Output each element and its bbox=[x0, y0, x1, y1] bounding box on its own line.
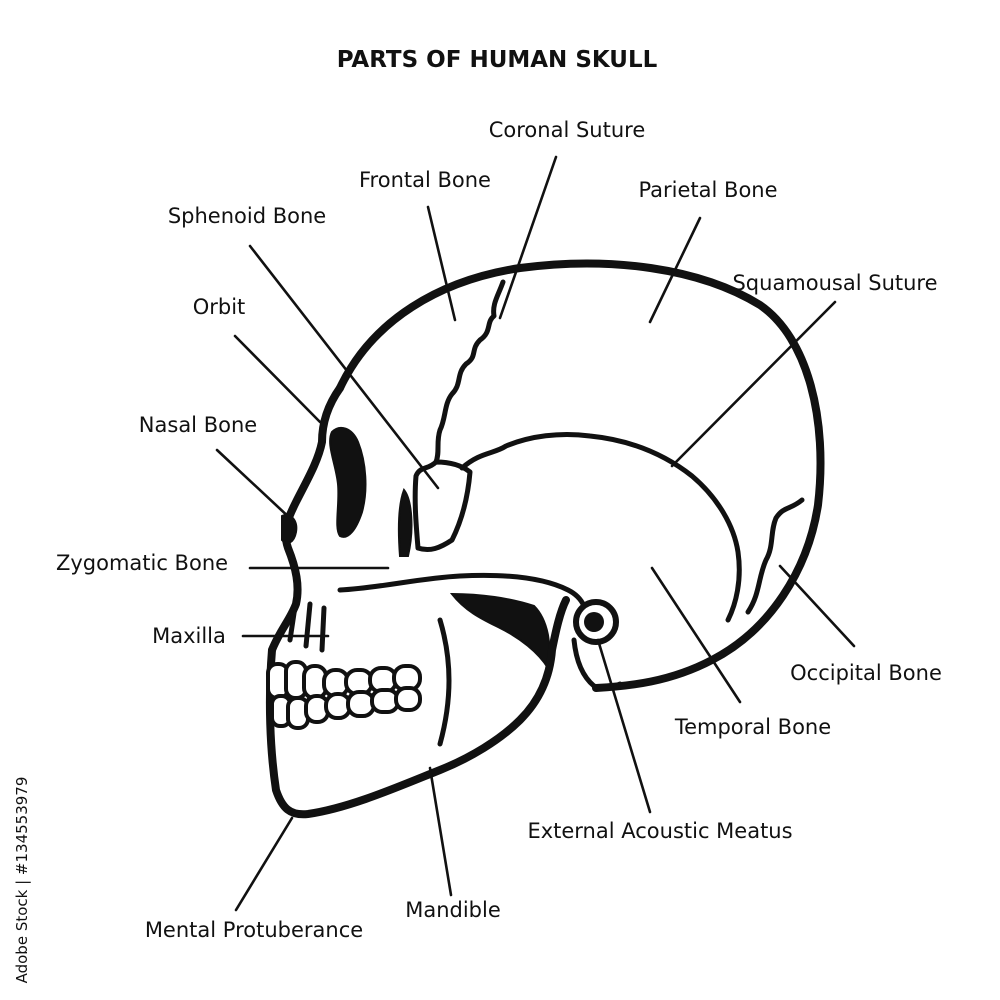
maxilla-root-lines bbox=[287, 597, 327, 653]
orbit-cavity bbox=[329, 426, 367, 538]
mandible-notch-shadow bbox=[449, 592, 551, 671]
nasal-cavity bbox=[281, 514, 298, 544]
mandible-inner-contour bbox=[437, 617, 452, 747]
label-mandible: Mandible bbox=[405, 898, 501, 922]
label-parietal-bone: Parietal Bone bbox=[638, 178, 777, 202]
leader-lines bbox=[215, 155, 856, 912]
external-acoustic-meatus-leader bbox=[596, 638, 652, 814]
parietal-bone-leader bbox=[648, 216, 702, 324]
mastoid-outline bbox=[571, 637, 623, 691]
sphenoid-region bbox=[412, 459, 473, 553]
watermark-credit: Adobe Stock | #134553979 bbox=[13, 777, 31, 984]
ear-canal-hole bbox=[584, 612, 604, 632]
squamousal-suture-leader bbox=[670, 300, 837, 468]
label-occipital-bone: Occipital Bone bbox=[790, 661, 942, 685]
label-coronal-suture: Coronal Suture bbox=[489, 118, 646, 142]
squamosal-suture-line bbox=[459, 432, 742, 623]
skull-illustration bbox=[265, 259, 825, 819]
label-temporal-bone: Temporal Bone bbox=[674, 715, 831, 739]
coronal-suture-leader bbox=[498, 155, 558, 320]
label-frontal-bone: Frontal Bone bbox=[359, 168, 491, 192]
label-orbit: Orbit bbox=[193, 295, 246, 319]
zygomatic-arch bbox=[337, 572, 589, 627]
occipital-suture-line bbox=[745, 497, 805, 615]
temporal-bone-leader bbox=[650, 566, 742, 704]
label-mental-protuberance: Mental Protuberance bbox=[145, 918, 363, 942]
mandible-outline bbox=[265, 596, 570, 819]
lower-teeth bbox=[270, 686, 422, 730]
label-external-acoustic-meatus: External Acoustic Meatus bbox=[527, 819, 792, 843]
sphenoid-bone-leader bbox=[248, 244, 440, 490]
label-maxilla: Maxilla bbox=[152, 624, 226, 648]
label-sphenoid-bone: Sphenoid Bone bbox=[168, 204, 326, 228]
coronal-suture-line bbox=[433, 279, 506, 465]
mental-protuberance-leader bbox=[234, 816, 294, 912]
frontal-bone-leader bbox=[426, 205, 457, 322]
temporal-fossa-shadow bbox=[397, 487, 413, 557]
diagram-title: PARTS OF HUMAN SKULL bbox=[337, 47, 658, 73]
label-squamousal-suture: Squamousal Suture bbox=[732, 271, 937, 295]
mandible-leader bbox=[428, 766, 453, 897]
nasal-bone-leader bbox=[215, 448, 294, 522]
orbit-leader bbox=[233, 334, 322, 424]
labels: Coronal Suture Frontal Bone Parietal Bon… bbox=[56, 118, 942, 942]
occipital-bone-leader bbox=[778, 564, 856, 648]
label-zygomatic-bone: Zygomatic Bone bbox=[56, 551, 228, 575]
label-nasal-bone: Nasal Bone bbox=[139, 413, 257, 437]
